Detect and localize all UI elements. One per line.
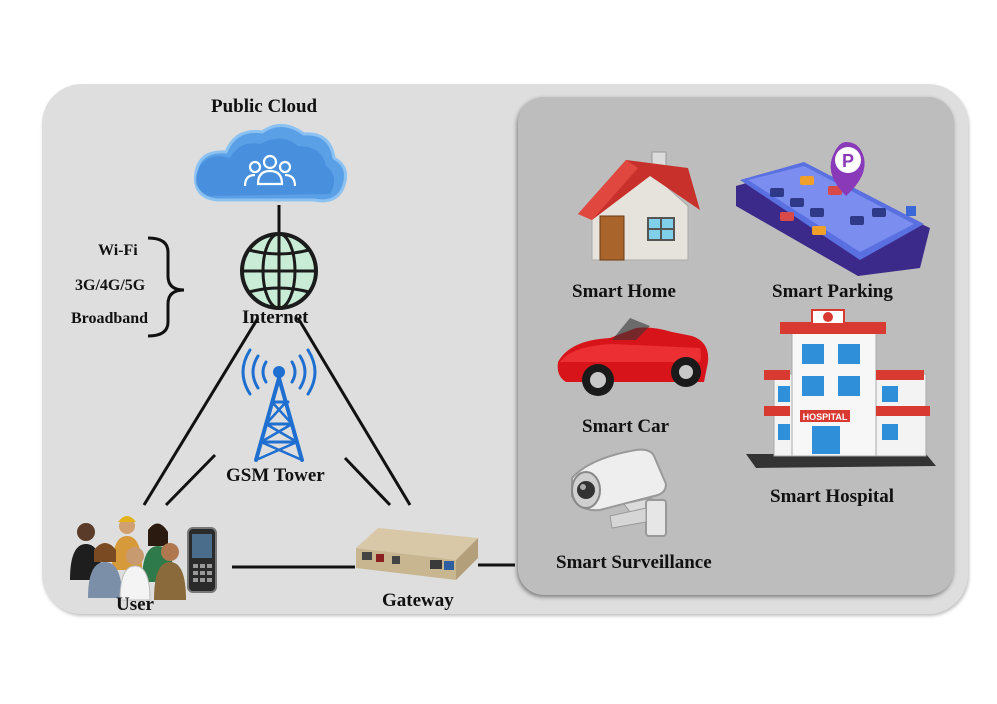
smart-parking-label: Smart Parking xyxy=(772,281,893,302)
brace-icon xyxy=(147,236,185,338)
smart-surveillance-label: Smart Surveillance xyxy=(556,552,712,573)
parking-phone-icon: P xyxy=(736,142,930,276)
public-cloud-label: Public Cloud xyxy=(211,96,318,117)
line-internet-gateway xyxy=(296,317,412,506)
line-tower-user xyxy=(164,453,217,507)
smart-car-label: Smart Car xyxy=(582,416,670,437)
hospital-sign: HOSPITAL xyxy=(803,412,848,422)
house-icon xyxy=(578,151,700,261)
surveillance-camera-icon xyxy=(571,448,668,537)
gateway-label: Gateway xyxy=(382,590,454,611)
users-icon xyxy=(243,154,297,187)
parking-pin-label: P xyxy=(842,151,854,171)
gsm-tower-icon xyxy=(241,348,317,462)
cloud-icon xyxy=(193,124,348,203)
smart-home-label: Smart Home xyxy=(572,281,676,302)
user-group-icon xyxy=(70,516,217,601)
gateway-router-icon xyxy=(356,528,478,580)
hospital-icon: HOSPITAL xyxy=(746,309,936,468)
smart-hospital-label: Smart Hospital xyxy=(770,486,895,507)
mobile-network-label: 3G/4G/5G xyxy=(75,277,146,294)
line-tower-gateway xyxy=(343,456,392,507)
globe-icon xyxy=(240,232,318,310)
internet-label: Internet xyxy=(242,307,309,328)
broadband-label: Broadband xyxy=(71,310,149,327)
connection-lines xyxy=(142,205,515,569)
line-internet-user xyxy=(142,317,260,506)
gsm-tower-label: GSM Tower xyxy=(226,465,325,486)
user-label: User xyxy=(116,594,154,615)
wifi-label: Wi-Fi xyxy=(98,242,138,259)
car-icon xyxy=(557,318,709,396)
